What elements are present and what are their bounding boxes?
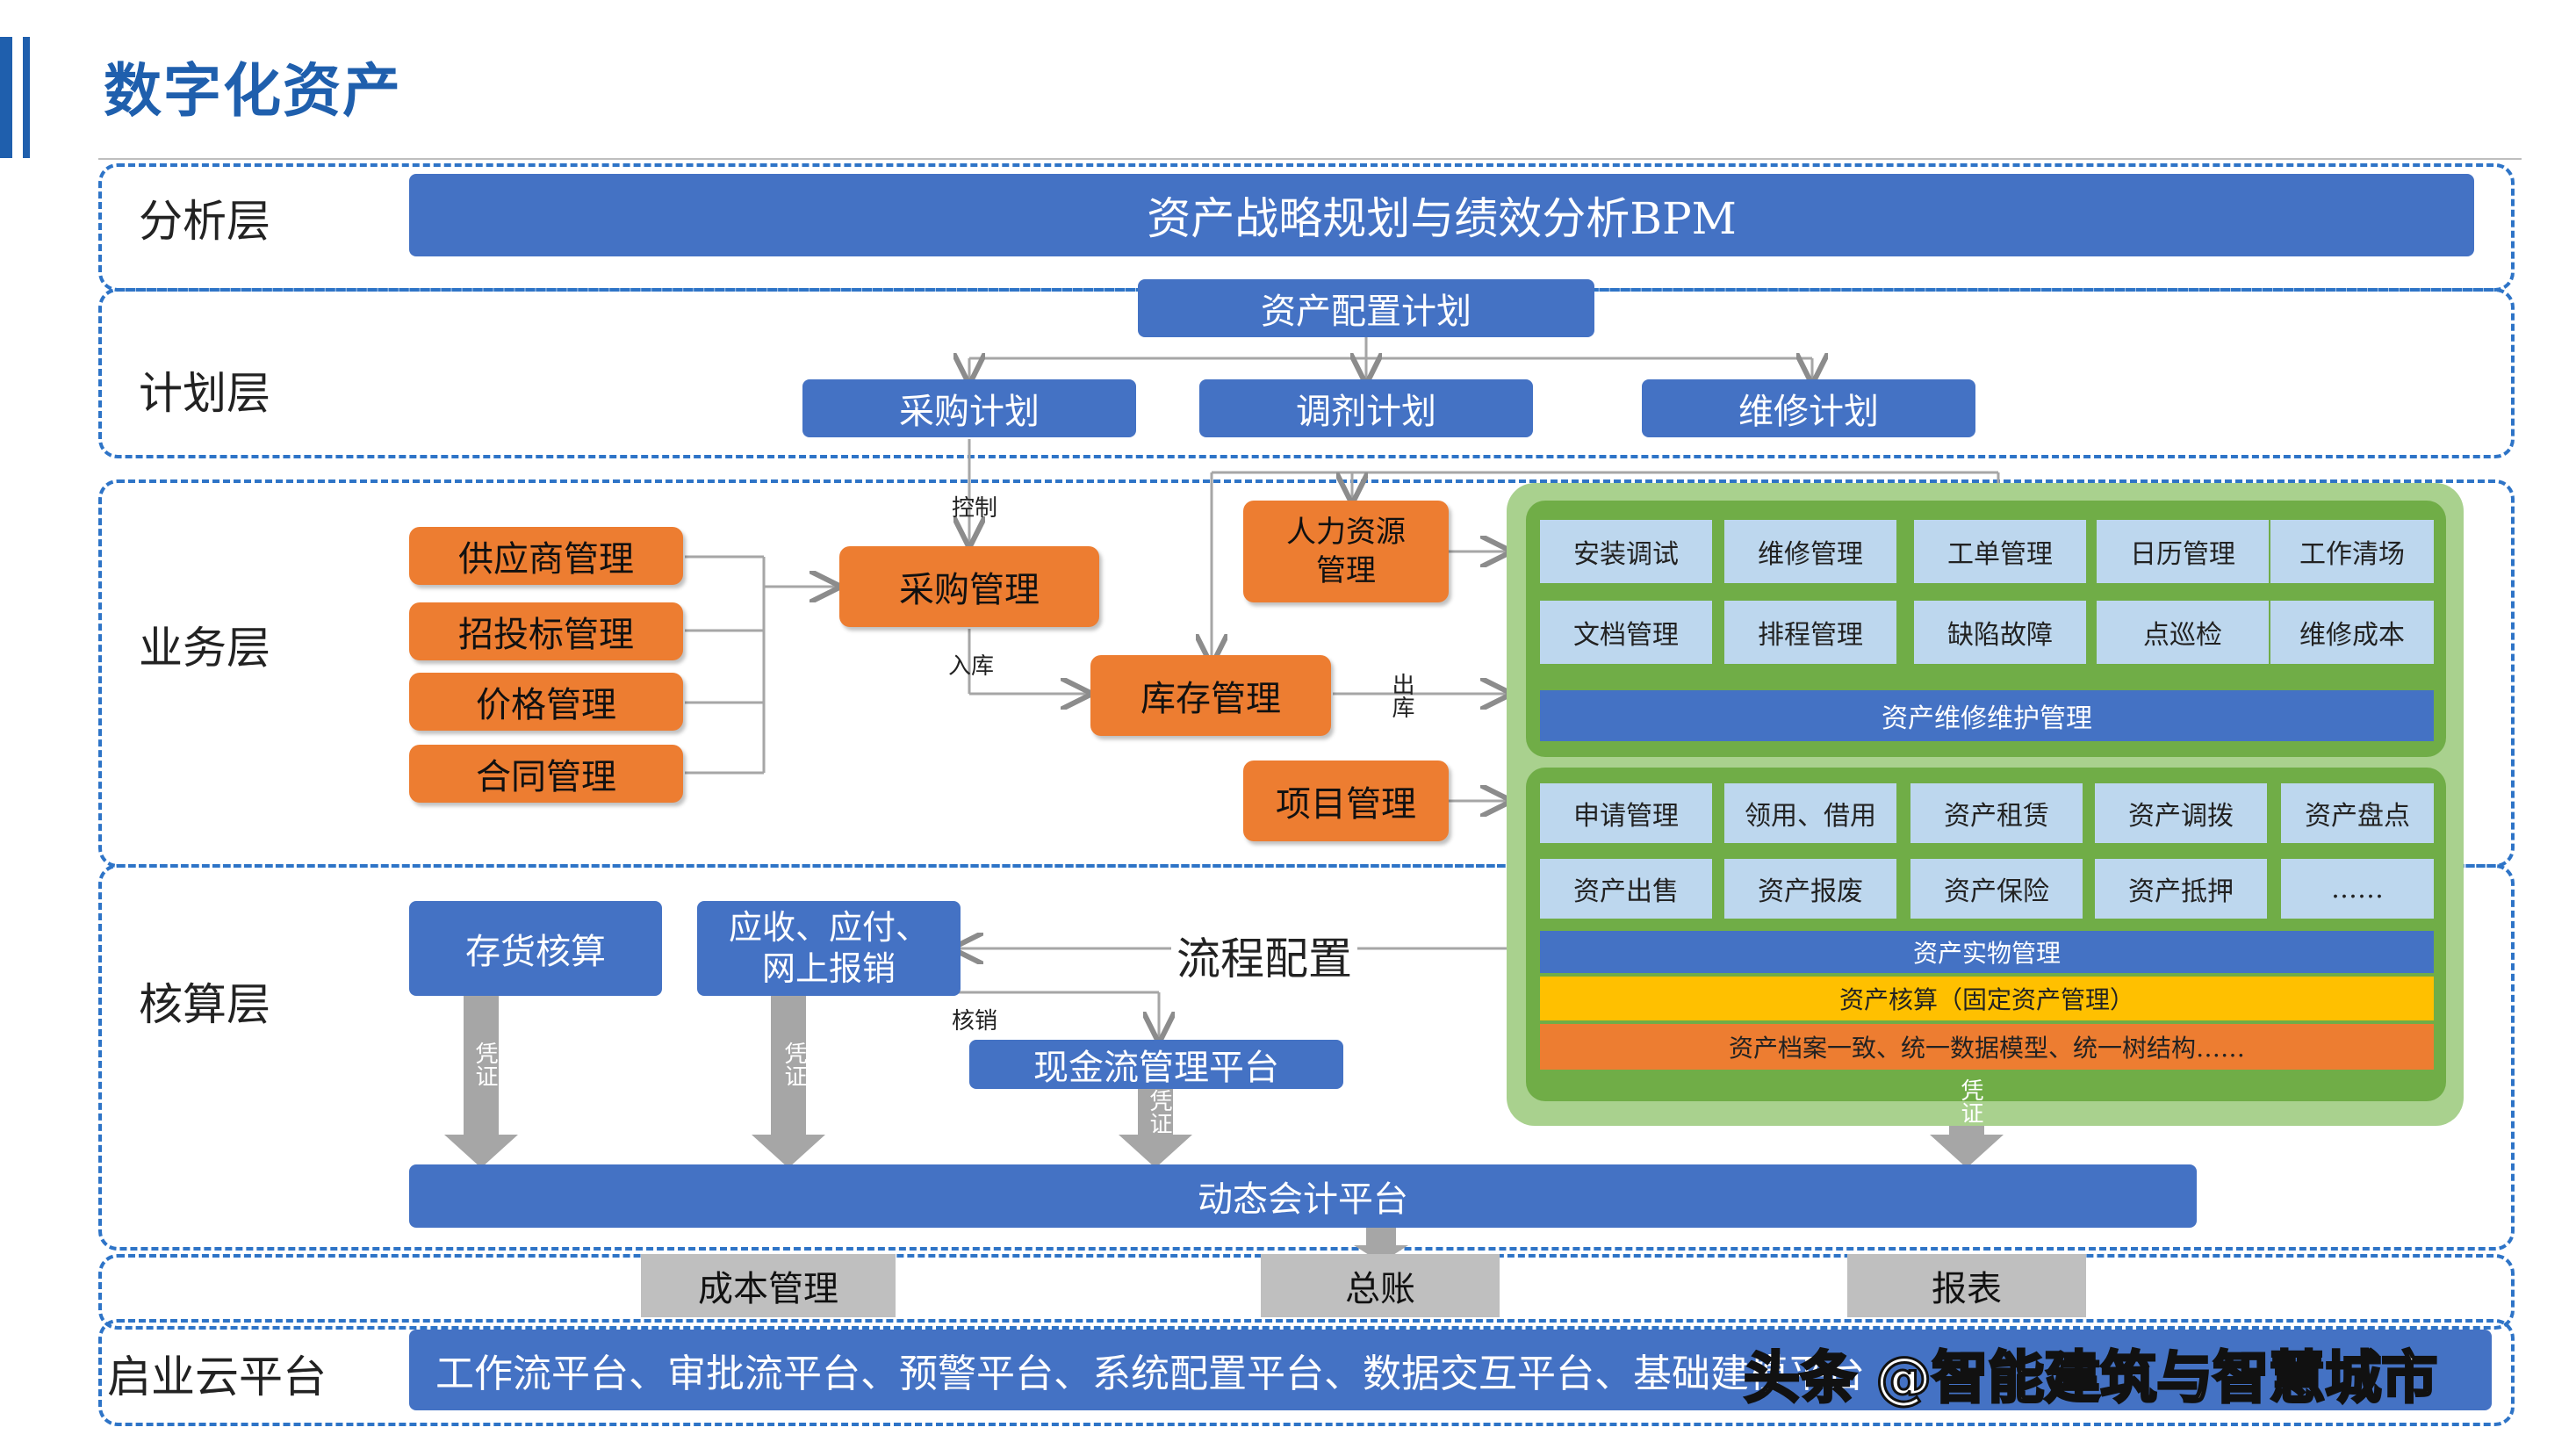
stock-out-label: 出库 xyxy=(1388,673,1414,718)
asset-archive-bar[interactable]: 资产档案一致、统一数据模型、统一树结构…… xyxy=(1540,1024,2434,1070)
physical-cell[interactable]: 领用、借用 xyxy=(1724,783,1896,843)
physical-cell[interactable]: 资产盘点 xyxy=(2281,783,2434,843)
layer-label-business: 业务层 xyxy=(139,623,270,674)
transfer-plan-box[interactable]: 调剂计划 xyxy=(1199,379,1533,437)
project-management-box[interactable]: 项目管理 xyxy=(1243,761,1449,841)
maint-cell[interactable]: 安装调试 xyxy=(1540,520,1712,583)
receivable-payable-box[interactable]: 应收、应付、网上报销 xyxy=(697,901,961,996)
maint-cell[interactable]: 文档管理 xyxy=(1540,601,1712,664)
inventory-accounting-box[interactable]: 存货核算 xyxy=(409,901,662,996)
inventory-management-box[interactable]: 库存管理 xyxy=(1090,655,1331,736)
maintenance-bar[interactable]: 资产维修维护管理 xyxy=(1540,690,2434,741)
physical-cell[interactable]: 资产出售 xyxy=(1540,859,1712,919)
asset-config-plan-box[interactable]: 资产配置计划 xyxy=(1138,279,1594,337)
voucher-label: 凭证 xyxy=(471,1042,498,1087)
watermark: 头条 @智能建筑与智慧城市 xyxy=(1742,1345,2438,1413)
report-box[interactable]: 报表 xyxy=(1847,1254,2086,1317)
analysis-bpm-bar[interactable]: 资产战略规划与绩效分析BPM xyxy=(409,174,2474,256)
layer-label-accounting: 核算层 xyxy=(139,979,270,1030)
maint-cell[interactable]: 缺陷故障 xyxy=(1914,601,2086,664)
hr-management-box[interactable]: 人力资源管理 xyxy=(1243,501,1449,602)
physical-cell[interactable]: 资产调拨 xyxy=(2095,783,2267,843)
voucher-label: 凭证 xyxy=(1146,1089,1172,1135)
layer-label-plan: 计划层 xyxy=(139,368,270,419)
maint-cell[interactable]: 工作清场 xyxy=(2270,520,2434,583)
header-divider xyxy=(98,158,2522,160)
maint-cell[interactable]: 工单管理 xyxy=(1914,520,2086,583)
cloud-layer-frame xyxy=(98,1319,2515,1426)
physical-cell[interactable]: 申请管理 xyxy=(1540,783,1712,843)
cloud-platform-text: 工作流平台、审批流平台、预警平台、系统配置平台、数据交互平台、基础建模平台 xyxy=(435,1352,1865,1396)
physical-cell[interactable]: 资产租赁 xyxy=(1910,783,2083,843)
voucher-label: 凭证 xyxy=(1957,1078,1983,1124)
maint-cell[interactable]: 日历管理 xyxy=(2097,520,2269,583)
price-management-box[interactable]: 价格管理 xyxy=(409,673,683,731)
procurement-management-box[interactable]: 采购管理 xyxy=(839,546,1099,627)
write-off-label: 核销 xyxy=(952,1008,998,1034)
contract-management-box[interactable]: 合同管理 xyxy=(409,745,683,803)
cost-management-box[interactable]: 成本管理 xyxy=(641,1254,896,1317)
general-ledger-box[interactable]: 总账 xyxy=(1261,1254,1500,1317)
repair-plan-box[interactable]: 维修计划 xyxy=(1642,379,1975,437)
layer-label-cloud: 启业云平台 xyxy=(107,1352,327,1402)
physical-bar[interactable]: 资产实物管理 xyxy=(1540,931,2434,973)
cashflow-platform-box[interactable]: 现金流管理平台 xyxy=(969,1040,1343,1089)
maint-cell[interactable]: 点巡检 xyxy=(2097,601,2269,664)
fixed-asset-accounting-bar[interactable]: 资产核算（固定资产管理） xyxy=(1540,977,2434,1020)
control-label: 控制 xyxy=(952,495,998,522)
supplier-management-box[interactable]: 供应商管理 xyxy=(409,527,683,585)
physical-cell[interactable]: 资产保险 xyxy=(1910,859,2083,919)
physical-cell[interactable]: 资产抵押 xyxy=(2095,859,2267,919)
dynamic-accounting-bar[interactable]: 动态会计平台 xyxy=(409,1164,2197,1228)
maint-cell[interactable]: 维修成本 xyxy=(2270,601,2434,664)
purchase-plan-box[interactable]: 采购计划 xyxy=(802,379,1136,437)
bidding-management-box[interactable]: 招投标管理 xyxy=(409,602,683,660)
maint-cell[interactable]: 维修管理 xyxy=(1724,520,1896,583)
page-title: 数字化资产 xyxy=(104,57,402,125)
cloud-platform-bar[interactable]: 工作流平台、审批流平台、预警平台、系统配置平台、数据交互平台、基础建模平台 xyxy=(409,1330,2492,1410)
header-accent-bar xyxy=(0,37,12,158)
accounting-layer-frame xyxy=(98,864,2515,1251)
flow-config-label: 流程配置 xyxy=(1171,924,1357,987)
physical-cell[interactable]: 资产报废 xyxy=(1724,859,1896,919)
stock-in-label: 入库 xyxy=(948,653,995,680)
physical-cell[interactable]: …… xyxy=(2281,859,2434,919)
voucher-label: 凭证 xyxy=(781,1042,807,1087)
layer-label-analysis: 分析层 xyxy=(139,196,270,247)
maint-cell[interactable]: 排程管理 xyxy=(1724,601,1896,664)
header-accent-bar-thin xyxy=(23,37,30,158)
